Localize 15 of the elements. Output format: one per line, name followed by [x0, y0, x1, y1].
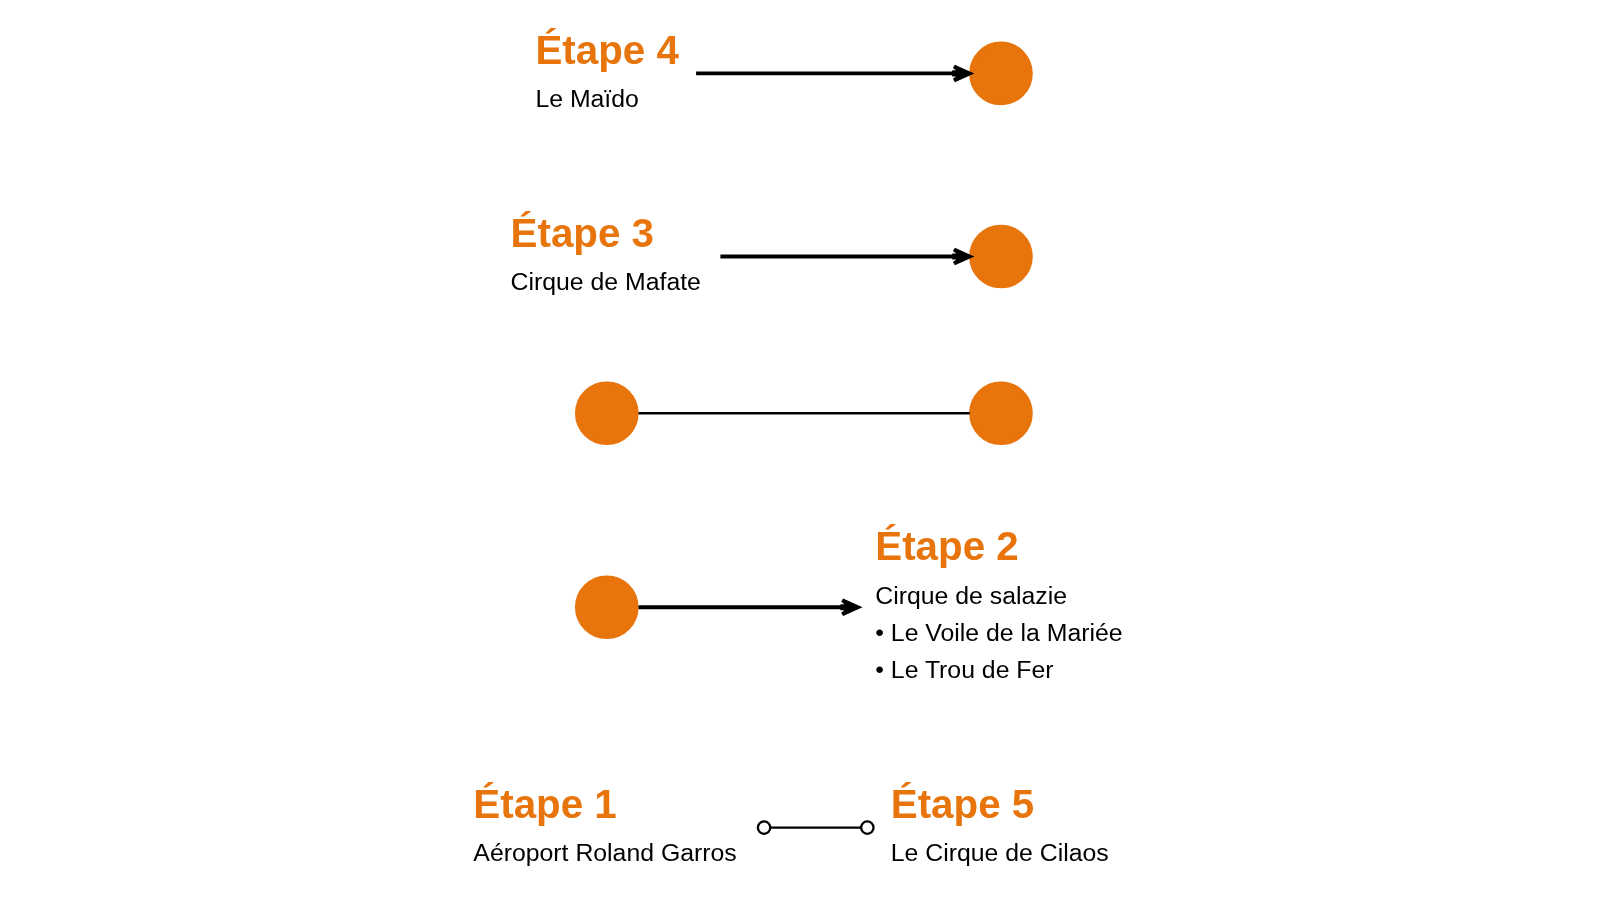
connector — [756, 819, 875, 835]
node-circle — [575, 380, 639, 445]
node-circle — [575, 574, 639, 639]
connector — [638, 411, 970, 414]
node-text: Étape 3 Cirque de Mafate — [510, 209, 701, 295]
node-circle — [969, 41, 1033, 105]
node-text: Étape 4 Le Maïdo — [535, 26, 679, 112]
arrow — [696, 64, 972, 82]
arrow — [720, 247, 972, 265]
arrow — [638, 597, 860, 616]
node-circle — [969, 380, 1033, 445]
node-text: Étape 1 Aéroport Roland Garros — [473, 780, 737, 866]
node-circle — [969, 224, 1033, 288]
node-text: Étape 5 Le Cirque de Cilaos — [890, 780, 1109, 866]
node-text: Étape 2 Cirque de salazie • Le Voile de la Mariée • Le Trou de Fer — [875, 522, 1123, 683]
